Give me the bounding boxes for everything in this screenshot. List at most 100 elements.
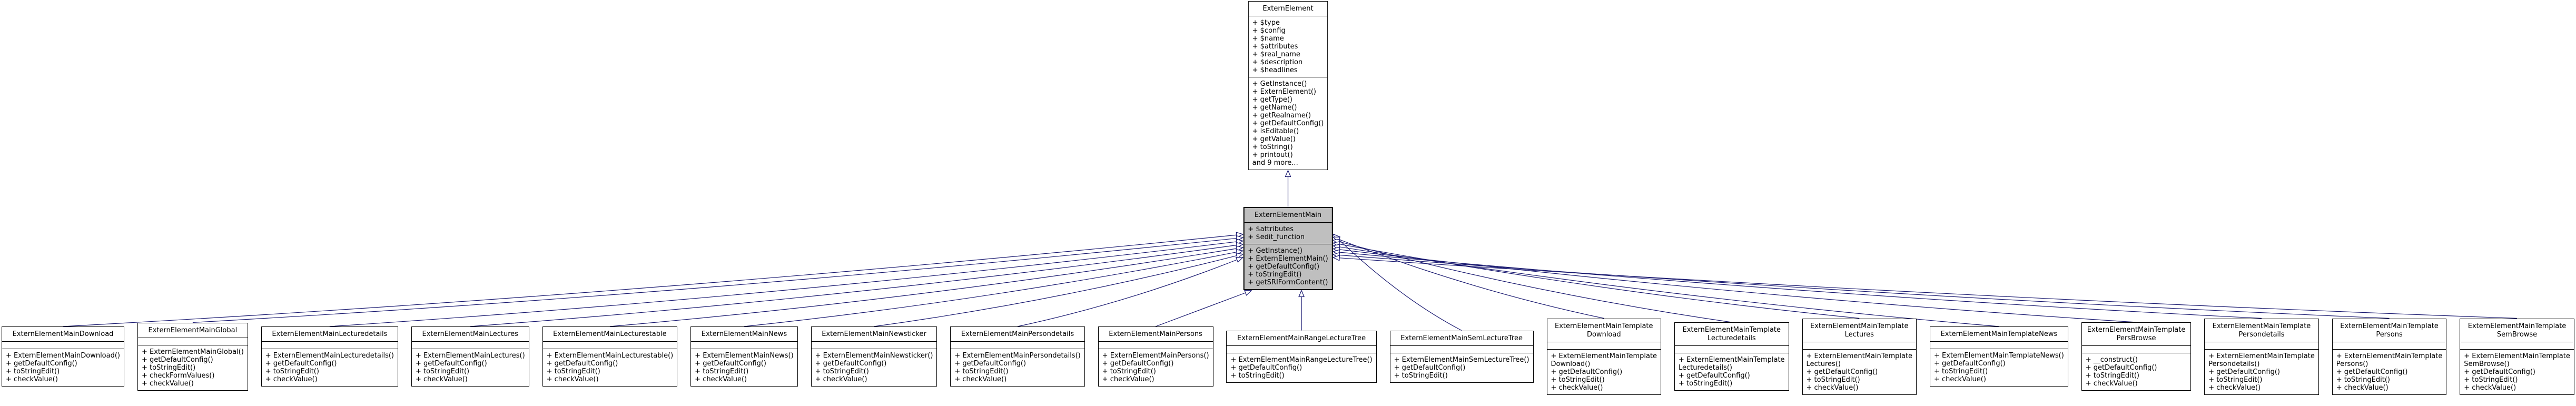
class-attributes-section <box>1227 345 1376 353</box>
class-box-derived[interactable]: ExternElementMainRangeLectureTree + Exte… <box>1226 330 1377 383</box>
class-title: ExternElementMainPersons <box>1109 330 1202 338</box>
inheritance-edge <box>609 247 1242 327</box>
inheritance-edge <box>1334 252 2262 319</box>
class-member: + getDefaultConfig() <box>2085 364 2157 372</box>
class-member: + getDefaultConfig() <box>141 355 213 364</box>
class-attributes-section <box>1547 341 1661 349</box>
class-member: + ExternElementMainPersons() <box>1102 352 1209 360</box>
class-member: + toStringEdit() <box>1806 375 1860 384</box>
class-title: ExternElementMainLecturedetails <box>272 330 388 338</box>
class-box-derived[interactable]: ExternElementMainLecturestable + ExternE… <box>542 326 678 387</box>
class-member: + checkValue() <box>6 375 58 383</box>
inheritance-edge <box>192 237 1242 323</box>
class-title: ExternElementMainTemplate Download <box>1555 322 1653 339</box>
class-box-derived[interactable]: ExternElementMainTemplate Persons + Exte… <box>2332 318 2447 395</box>
class-box-derived[interactable]: ExternElementMainSemLectureTree + Extern… <box>1389 330 1534 383</box>
class-member: + getDefaultConfig() <box>1679 372 1750 380</box>
class-box-derived[interactable]: ExternElementMainLectures + ExternElemen… <box>411 326 529 387</box>
inheritance-edge <box>744 251 1242 327</box>
class-member: + getDefaultConfig() <box>1248 263 1320 271</box>
inheritance-edge <box>1334 255 2390 319</box>
inheritance-edge <box>1334 258 2518 319</box>
class-box-extern-element[interactable]: ExternElement + $type+ $config+ $name+ $… <box>1248 1 1328 170</box>
class-member: + getDefaultConfig() <box>1102 360 1174 368</box>
class-box-derived[interactable]: ExternElementMainPersons + ExternElement… <box>1098 326 1213 387</box>
class-member: + checkValue() <box>2208 383 2261 392</box>
class-member: + getDefaultConfig() <box>1551 368 1623 376</box>
class-member: + $config <box>1252 27 1286 35</box>
class-member: + ExternElementMainRangeLectureTree() <box>1230 355 1373 364</box>
class-member: + ExternElementMainTemplate Persondetail… <box>2208 352 2315 368</box>
inheritance-edge <box>1155 291 1251 327</box>
class-member: + toStringEdit() <box>815 368 869 375</box>
class-member: + toStringEdit() <box>2336 375 2390 384</box>
inheritance-edge <box>63 234 1243 327</box>
class-title: ExternElement <box>1262 5 1314 13</box>
class-title: ExternElementMainTemplate Persondetails <box>2212 322 2311 339</box>
class-member: + $type <box>1252 19 1280 27</box>
class-methods-section: + ExternElementMainLecturedetails()+ get… <box>261 349 398 386</box>
class-member: + toStringEdit() <box>954 368 1009 375</box>
class-methods-section: + ExternElementMainNews()+ getDefaultCon… <box>691 349 797 386</box>
class-box-derived[interactable]: ExternElementMainPersondetails + ExternE… <box>950 326 1085 387</box>
class-member: + checkValue() <box>1934 375 1986 383</box>
class-member: + getDefaultConfig() <box>2208 368 2280 376</box>
class-box-derived[interactable]: ExternElementMainDownload + ExternElemen… <box>2 326 125 387</box>
class-box-derived[interactable]: ExternElementMainLecturedetails + Extern… <box>261 326 398 387</box>
class-member: + getDefaultConfig() <box>6 360 77 368</box>
class-member: + ExternElementMainTemplate Download() <box>1551 352 1657 368</box>
class-methods-section: + ExternElementMainDownload()+ getDefaul… <box>2 349 124 386</box>
class-box-derived[interactable]: ExternElementMainTemplate Lectures + Ext… <box>1802 318 1917 395</box>
class-title: ExternElementMainTemplateNews <box>1940 330 2058 338</box>
class-box-derived[interactable]: ExternElementMainTemplate Lecturedetails… <box>1674 322 1789 391</box>
class-member: + toStringEdit() <box>265 368 319 375</box>
class-title: ExternElementMain <box>1254 211 1322 219</box>
class-member: + getDefaultConfig() <box>1230 363 1302 372</box>
class-title: ExternElementMainTemplate Lectures <box>1810 322 1909 339</box>
class-box-derived[interactable]: ExternElementMainTemplate Download + Ext… <box>1546 318 1662 395</box>
class-member: + checkValue() <box>141 379 194 388</box>
class-member: + printout() <box>1252 151 1293 159</box>
class-member: + ExternElementMain() <box>1248 255 1328 263</box>
class-member: + isEditable() <box>1252 127 1299 135</box>
class-attributes-section <box>1390 345 1533 353</box>
class-member: + getDefaultConfig() <box>1806 368 1878 376</box>
class-member: + getDefaultConfig() <box>265 360 337 368</box>
class-member: + checkValue() <box>954 375 1007 383</box>
class-member: and 9 more... <box>1252 159 1298 167</box>
class-box-derived[interactable]: ExternElementMainTemplate Persondetails … <box>2204 318 2319 395</box>
class-attributes-section <box>1930 341 2068 349</box>
class-member: + toStringEdit() <box>1394 371 1448 380</box>
class-member: + getDefaultConfig() <box>954 360 1027 368</box>
class-member: + ExternElementMainLectures() <box>415 352 525 360</box>
class-title: ExternElementMainTemplate Lecturedetails <box>1682 326 1781 342</box>
class-box-extern-element-main[interactable]: ExternElementMain + $attributes+ $edit_f… <box>1243 207 1333 290</box>
class-member: + ExternElementMainGlobal() <box>141 348 244 356</box>
class-member: + toStringEdit() <box>1679 380 1733 388</box>
class-methods-section: + GetInstance()+ ExternElementMain()+ ge… <box>1244 244 1332 289</box>
class-methods-section: + ExternElementMainLecturestable()+ getD… <box>542 349 677 386</box>
class-member: + toStringEdit() <box>546 368 600 375</box>
class-box-derived[interactable]: ExternElementMainTemplateNews + ExternEl… <box>1930 326 2068 387</box>
class-box-derived[interactable]: ExternElementMainGlobal + ExternElementM… <box>137 322 248 391</box>
class-box-derived[interactable]: ExternElementMainTemplate PersBrowse + _… <box>2081 322 2192 391</box>
class-member: + ExternElementMainTemplate SemBrowse() <box>2464 352 2570 368</box>
class-member: + toStringEdit() <box>1248 271 1302 279</box>
class-box-derived[interactable]: ExternElementMainNewsticker + ExternElem… <box>811 326 937 387</box>
class-member: + toStringEdit() <box>1230 371 1285 380</box>
class-attributes-section <box>2460 341 2574 349</box>
class-attributes-section <box>951 341 1084 349</box>
class-member: + checkValue() <box>1806 383 1859 392</box>
class-member: + getDefaultConfig() <box>1394 363 1466 372</box>
class-member: + ExternElementMainLecturestable() <box>546 352 674 360</box>
class-member: + checkFormValues() <box>141 371 215 380</box>
class-title: ExternElementMainLectures <box>422 330 519 338</box>
class-member: + toStringEdit() <box>695 368 749 375</box>
class-member: + toStringEdit() <box>2464 375 2518 384</box>
class-box-derived[interactable]: ExternElementMainNews + ExternElementMai… <box>690 326 798 387</box>
class-attributes-section <box>137 337 248 345</box>
class-box-derived[interactable]: ExternElementMainTemplate SemBrowse + Ex… <box>2460 318 2574 395</box>
class-member: + toString() <box>1252 143 1293 151</box>
class-member: + ExternElementMainSemLectureTree() <box>1394 355 1529 364</box>
class-member: + checkValue() <box>815 375 867 383</box>
